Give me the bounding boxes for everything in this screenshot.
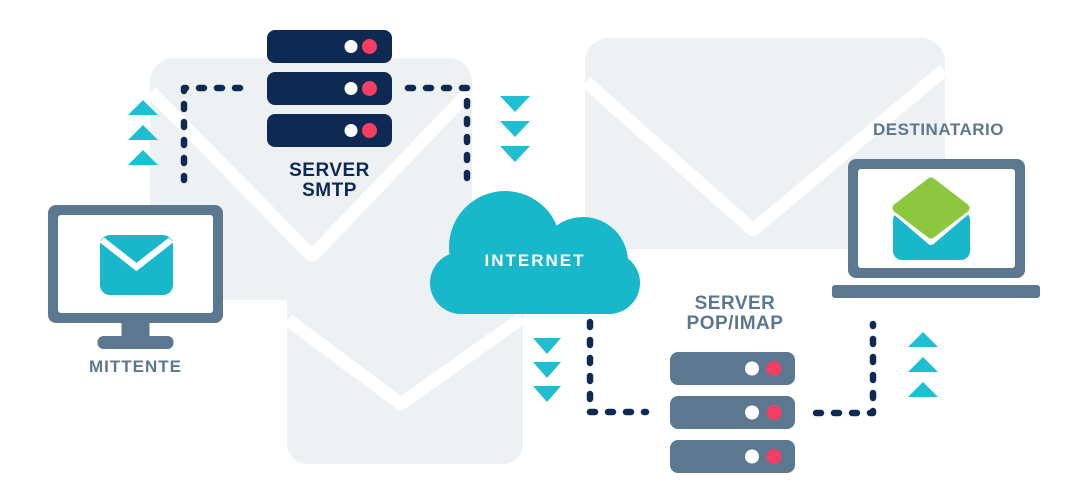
server-led-white [745,361,759,376]
down-arrow-icon [500,121,530,137]
monitor-with-closed-envelope-icon [48,205,223,349]
popimap-server-stack-icon [670,352,795,473]
up-arrow-icon [908,332,938,347]
background-envelope-left [146,58,476,300]
down-arrows-smtp-to-internet [500,96,530,162]
down-arrow-icon [500,96,530,112]
down-arrow-icon [533,386,561,402]
up-arrow-icon [908,357,938,372]
background-envelope-bottom [284,281,526,464]
server-led-pink [362,39,377,54]
down-arrow-icon [500,146,530,162]
smtp-label-line1: SERVER [289,160,370,181]
cloud-icon [430,191,640,314]
dotted-path-popimap-to-recipient [812,320,877,417]
dotted-path-smtp-to-internet [404,84,471,184]
open-envelope-flap-icon [892,177,970,239]
smtp-label-line2: SMTP [302,180,357,201]
recipient-label: DESTINATARIO [873,120,1004,139]
server-row [267,72,392,105]
server-led-pink [766,405,782,420]
up-arrows-sender [128,100,158,165]
server-led-pink [766,449,782,464]
server-row [670,396,795,429]
down-arrow-icon [533,362,561,378]
server-led-white [344,124,358,137]
dotted-path-sender-to-smtp [180,84,244,184]
dotted-path-internet-to-popimap [586,318,650,416]
sender-label: MITTENTE [89,357,182,376]
server-row [267,30,392,63]
server-led-white [745,449,759,464]
server-led-white [344,40,358,53]
popimap-label-line1: SERVER [694,293,776,314]
server-row [670,352,795,385]
server-led-white [344,82,358,95]
popimap-label-line2: POP/IMAP [686,313,784,334]
server-led-pink [362,123,377,138]
up-arrow-icon [128,150,158,165]
up-arrow-icon [128,125,158,140]
up-arrows-recipient [908,332,938,397]
server-row [267,114,392,147]
smtp-server-label: SERVER SMTP [257,161,402,201]
laptop-with-open-envelope-icon [832,159,1040,298]
up-arrow-icon [908,382,938,397]
down-arrow-icon [533,338,561,354]
server-led-white [745,405,759,420]
down-arrows-internet-to-popimap [533,338,561,402]
internet-label: INTERNET [484,251,586,270]
server-row [670,440,795,473]
popimap-server-label: SERVER POP/IMAP [660,294,810,334]
smtp-server-stack-icon [267,30,392,147]
server-led-pink [766,361,782,376]
server-led-pink [362,81,377,96]
up-arrow-icon [128,100,158,115]
